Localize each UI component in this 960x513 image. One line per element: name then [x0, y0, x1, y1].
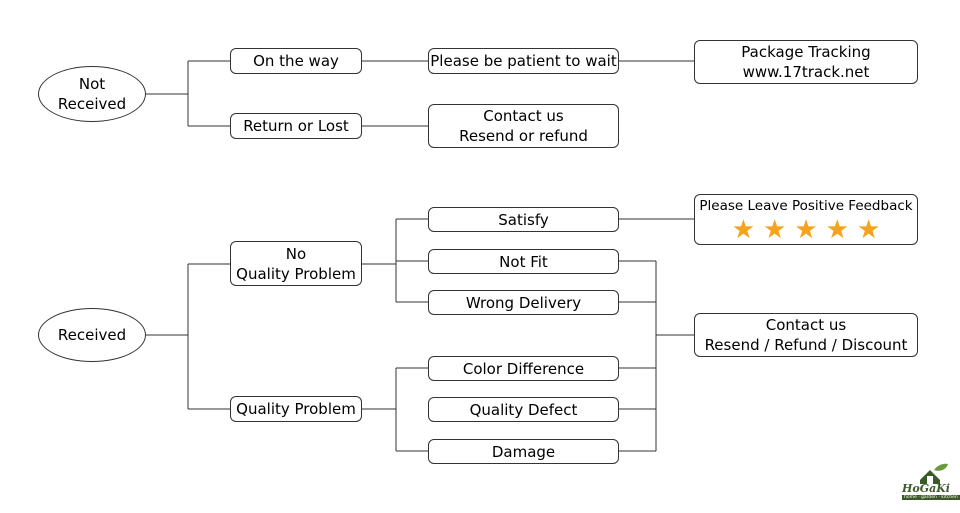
star-icon: ★ — [825, 214, 849, 245]
no-label: No — [285, 244, 307, 263]
logo-wordmark: HoGaKi — [902, 482, 950, 495]
not-received-node: Not Received — [38, 66, 146, 122]
satisfy-label: Satisfy — [498, 210, 549, 229]
contact-resend-refund-discount-node: Contact us Resend / Refund / Discount — [694, 313, 918, 357]
quality-problem-label: Quality Problem — [236, 400, 356, 418]
quality-problem-sub-label: Quality Problem — [236, 264, 356, 283]
star-icon: ★ — [763, 214, 787, 245]
received-label: Received — [57, 326, 127, 344]
patient-node: Please be patient to wait — [428, 48, 619, 74]
contact-us-label: Contact us — [483, 107, 564, 125]
package-tracking-node: Package Tracking www.17track.net — [694, 40, 918, 84]
wrong-delivery-node: Wrong Delivery — [428, 290, 619, 315]
positive-feedback-label: Please Leave Positive Feedback — [699, 197, 913, 214]
star-icon: ★ — [731, 214, 756, 245]
resend-refund-discount-label: Resend / Refund / Discount — [704, 336, 908, 354]
package-tracking-title: Package Tracking — [741, 43, 871, 61]
quality-defect-label: Quality Defect — [469, 400, 578, 419]
no-quality-problem-node: No Quality Problem — [230, 241, 362, 286]
not-received-label-line1: Not — [78, 75, 106, 93]
not-fit-label: Not Fit — [499, 252, 548, 271]
star-icon: ★ — [856, 214, 881, 245]
on-the-way-label: On the way — [253, 52, 339, 70]
package-tracking-url: www.17track.net — [742, 63, 870, 81]
contact-resend-refund-node: Contact us Resend or refund — [428, 104, 619, 148]
wrong-delivery-label: Wrong Delivery — [465, 293, 582, 312]
positive-feedback-node: Please Leave Positive Feedback ★★★★★ — [694, 194, 918, 245]
received-contact-us-label: Contact us — [765, 316, 847, 334]
hogaki-logo-icon — [920, 463, 948, 484]
star-icon: ★ — [794, 214, 818, 245]
color-difference-node: Color Difference — [428, 356, 619, 381]
color-difference-label: Color Difference — [462, 359, 585, 378]
quality-defect-node: Quality Defect — [428, 397, 619, 422]
not-received-label-line2: Received — [57, 95, 127, 113]
return-or-lost-node: Return or Lost — [230, 113, 362, 139]
damage-label: Damage — [491, 442, 556, 461]
damage-node: Damage — [428, 439, 619, 464]
logo-tagline: home · garden · kitchen — [902, 495, 960, 500]
not-fit-node: Not Fit — [428, 249, 619, 274]
received-node: Received — [38, 308, 146, 362]
quality-problem-node: Quality Problem — [230, 396, 362, 422]
satisfy-node: Satisfy — [428, 207, 619, 232]
on-the-way-node: On the way — [230, 48, 362, 74]
resend-or-refund-label: Resend or refund — [459, 127, 588, 145]
return-or-lost-label: Return or Lost — [243, 117, 349, 135]
five-star-rating: ★★★★★ — [731, 214, 881, 245]
patient-label: Please be patient to wait — [430, 52, 617, 70]
